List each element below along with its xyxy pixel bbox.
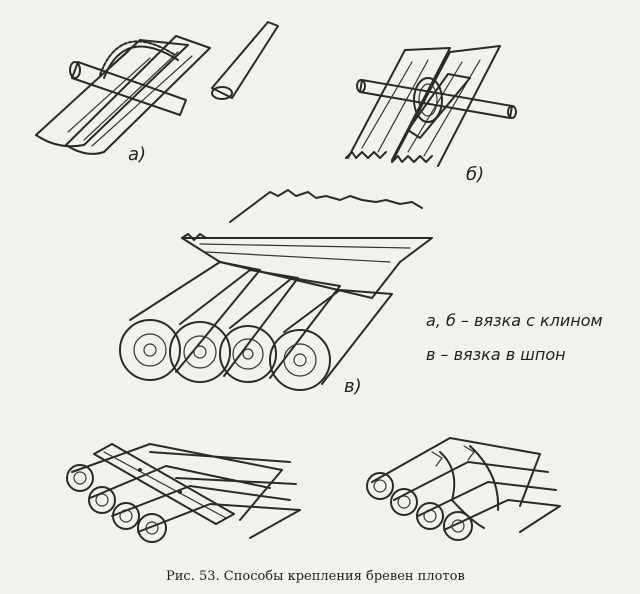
sketch-raft-shpon-perspective <box>66 443 301 543</box>
crossbar-a <box>69 61 187 116</box>
left-raft-plank <box>93 443 235 525</box>
wedge-a <box>211 21 279 100</box>
left-raft-crossbars <box>149 451 297 485</box>
crossbar-b <box>356 79 517 119</box>
right-raft-rope-ties <box>431 445 500 529</box>
sketch-a-lashing-with-wedge: а) <box>35 21 279 165</box>
sketch-v-plank-lashing: в) <box>119 189 433 397</box>
legend-line-2: в – вязка в шпон <box>426 345 566 364</box>
raft-log-3 <box>219 277 341 383</box>
log-b-left <box>345 47 451 161</box>
rope-loop-a <box>99 40 179 79</box>
sketch-raft-lashing-perspective <box>366 437 561 541</box>
label-a: а) <box>128 144 146 165</box>
right-raft-logs <box>366 437 561 541</box>
legend-line-1: а, б – вязка с клином <box>426 311 603 330</box>
legend: а, б – вязка с клином в – вязка в шпон <box>426 311 603 364</box>
raft-log-1 <box>119 261 261 381</box>
label-b: б) <box>466 164 484 185</box>
sketch-b-lashing-with-wedge: б) <box>345 45 517 185</box>
log-a-left <box>35 39 189 148</box>
log-a-right <box>65 35 211 155</box>
plank-shpon <box>181 233 433 299</box>
label-v: в) <box>344 376 362 397</box>
figure-caption: Рис. 53. Способы крепления бревен плотов <box>166 569 465 584</box>
rope-loop-b <box>413 77 443 123</box>
wedge-b <box>407 73 471 139</box>
raft-log-4 <box>269 289 393 391</box>
raft-back-edge <box>229 189 423 223</box>
raft-log-2 <box>169 269 299 383</box>
